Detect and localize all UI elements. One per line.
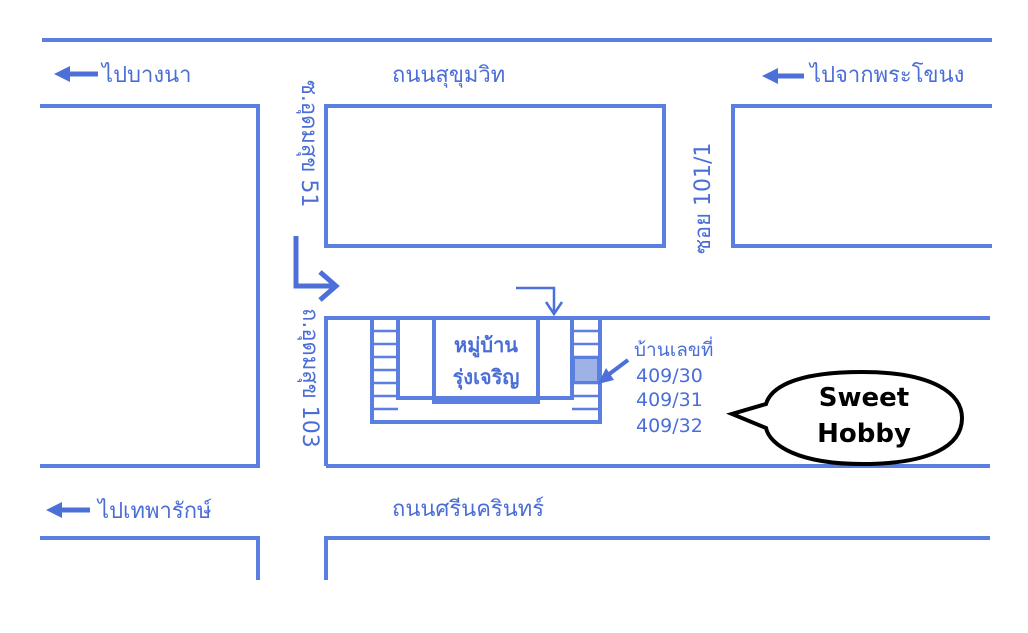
- road-lines: [40, 38, 992, 580]
- village-name-line1: หมู่บ้าน: [454, 333, 518, 359]
- callout-bubble: [725, 369, 965, 467]
- label-soi-udomsuk-51: ซ.อุดมสุข 51: [296, 80, 321, 207]
- left-block-edge: [40, 104, 260, 468]
- label-soi-101-1: ซอย 101/1: [691, 143, 716, 254]
- north-central-block: [324, 104, 666, 248]
- label-to-bangna: ไปบางนา: [100, 62, 191, 88]
- entry-arrow-icon: [516, 286, 564, 317]
- label-sukhumvit: ถนนสุขุมวิท: [392, 63, 505, 88]
- label-srinakarin: ถนนศรีนครินทร์: [392, 497, 544, 522]
- map-labels: ไปบางนา ถนนสุขุมวิท ไปจากพระโขนง ไปเทพาร…: [96, 62, 964, 524]
- village-box: [432, 316, 540, 404]
- callout-line2: Hobby: [817, 419, 911, 449]
- arrow-left-icon: [46, 502, 90, 518]
- arrow-left-icon: [54, 66, 98, 82]
- sweet-hobby-callout: Sweet Hobby: [725, 369, 965, 467]
- srinakarin-left-edge: [40, 536, 260, 580]
- south-block-top-edge: [324, 316, 990, 466]
- callout-line1: Sweet: [819, 383, 909, 413]
- house-number-2: 409/31: [636, 389, 703, 411]
- house-number-label: บ้านเลขที่: [634, 336, 713, 361]
- srinakarin-right-edge: [324, 536, 990, 580]
- label-from-phra-khanong: ไปจากพระโขนง: [808, 62, 964, 88]
- house-number-1: 409/30: [636, 365, 703, 387]
- house-plot-highlight: [573, 357, 599, 383]
- north-right-block: [731, 104, 992, 248]
- village-name-line2: รุ่งเจริญ: [453, 365, 520, 390]
- village-soi: [370, 316, 602, 424]
- house-number-3: 409/32: [636, 415, 703, 437]
- arrow-left-icon: [762, 68, 804, 84]
- house-pointer-arrow-icon: [598, 358, 630, 384]
- label-to-theparak: ไปเทพารักษ์: [96, 498, 212, 524]
- label-road-udomsuk-103: ถ.อุดมสุข 103: [297, 308, 322, 448]
- turn-right-arrow-icon: [293, 236, 340, 302]
- left-ladder: [372, 329, 398, 411]
- direction-arrows: [46, 66, 804, 518]
